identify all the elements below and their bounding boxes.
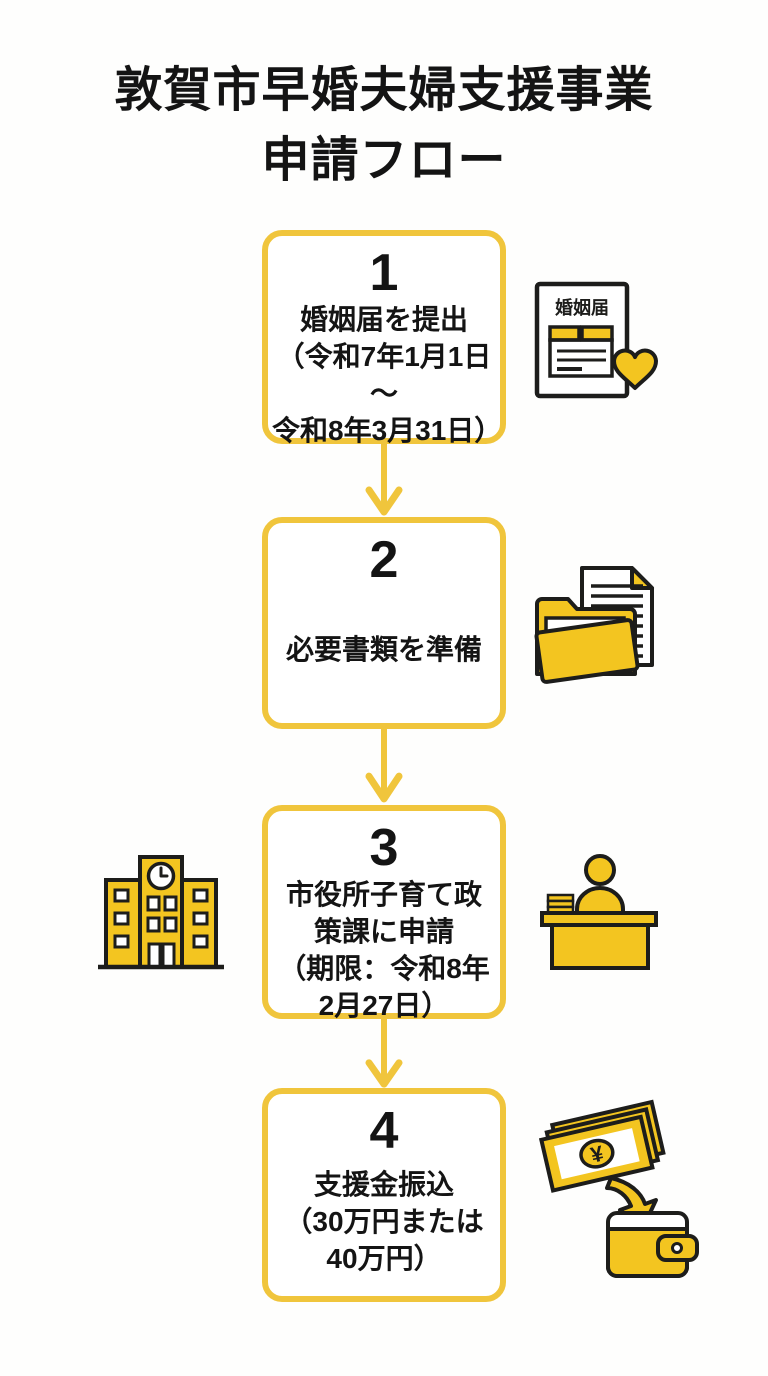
banknotes-icon: ¥ bbox=[538, 1099, 666, 1193]
documents-folder-icon bbox=[534, 566, 654, 684]
step-box-3: 3 市役所子育て政 策課に申請 （期限：令和8年 2月27日） bbox=[262, 805, 506, 1021]
step-box-4: 4 支援金振込 （30万円または 40万円） bbox=[262, 1088, 506, 1302]
document-label: 婚姻届 bbox=[555, 297, 609, 318]
heart-icon bbox=[612, 348, 658, 390]
step-text: 婚姻届を提出 （令和7年1月1日～ 令和8年3月31日） bbox=[272, 304, 503, 447]
flow-arrow-icon bbox=[365, 728, 403, 803]
clock-icon bbox=[146, 861, 176, 891]
step-text: 支援金振込 （30万円または 40万円） bbox=[284, 1168, 484, 1274]
step-number: 2 bbox=[369, 531, 399, 589]
step-text: 市役所子育て政 策課に申請 （期限：令和8年 2月27日） bbox=[278, 879, 490, 1022]
money-wallet-icon: ¥ bbox=[538, 1099, 699, 1278]
flow-arrow-icon bbox=[365, 1016, 403, 1088]
page-title-line1: 敦賀市早婚夫婦支援事業 bbox=[114, 64, 654, 117]
city-hall-icon bbox=[98, 855, 224, 970]
step-number: 1 bbox=[369, 244, 399, 302]
step-box-2: 2 必要書類を準備 bbox=[262, 517, 506, 729]
step-number: 4 bbox=[369, 1102, 399, 1160]
reception-desk-icon bbox=[540, 854, 658, 970]
person-icon bbox=[575, 854, 625, 916]
wallet-icon bbox=[606, 1211, 699, 1278]
step-box-1: 1 婚姻届を提出 （令和7年1月1日～ 令和8年3月31日） bbox=[262, 230, 506, 446]
page-title-line2: 申請フロー bbox=[261, 133, 507, 187]
paper-stack-icon bbox=[546, 893, 575, 915]
flow-arrow-icon bbox=[365, 443, 403, 516]
marriage-certificate-icon: 婚姻届 bbox=[534, 281, 658, 399]
step-text: 必要書類を準備 bbox=[285, 633, 482, 665]
page-title: 敦賀市早婚夫婦支援事業 申請フロー bbox=[0, 56, 768, 195]
folder-icon bbox=[534, 597, 640, 684]
step-number: 3 bbox=[369, 819, 399, 877]
